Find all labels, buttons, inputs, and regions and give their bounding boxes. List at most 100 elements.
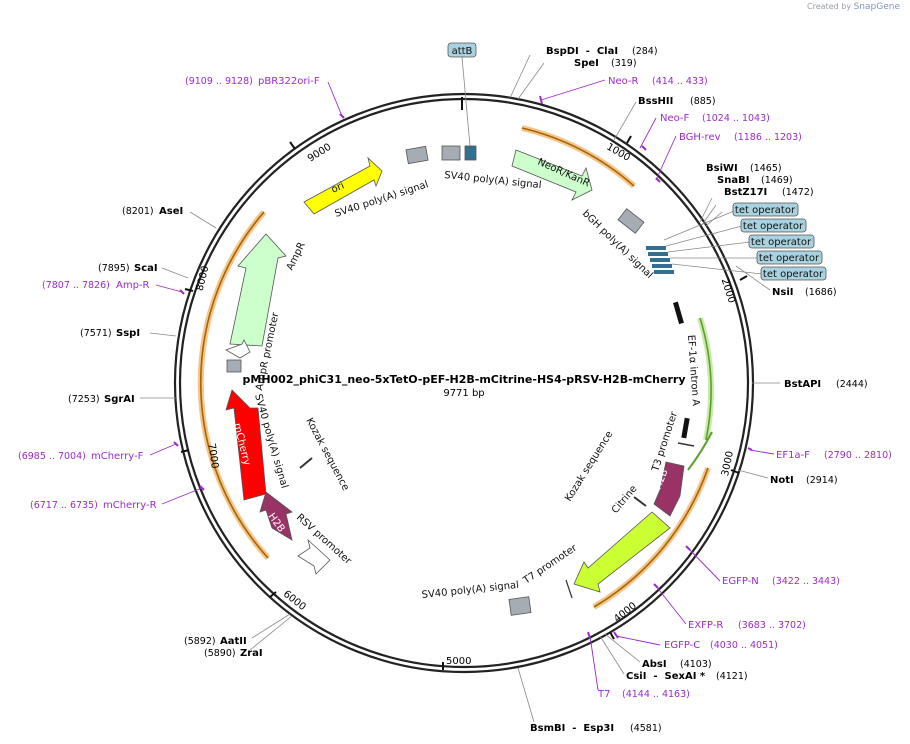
primer-tick-neo-r bbox=[539, 95, 543, 105]
tet-operator-box-4 bbox=[756, 250, 823, 265]
neor-arrow bbox=[511, 149, 593, 201]
enzyme-bspdi-clai-pos: (284) bbox=[632, 46, 658, 57]
primer-neo-f: Neo-F bbox=[660, 113, 690, 124]
primer-lines bbox=[149, 79, 775, 691]
enzyme-bsshii-pos: (885) bbox=[690, 96, 716, 107]
leader-asei bbox=[189, 211, 217, 229]
leader-mcherry-r bbox=[161, 487, 203, 505]
enzyme-noti-pos: (2914) bbox=[806, 475, 838, 486]
label-tet-operator-5: tet operator bbox=[763, 269, 824, 280]
leader-scai bbox=[161, 267, 189, 279]
tick-2000 bbox=[739, 275, 748, 281]
leader-attb bbox=[461, 56, 471, 147]
enzyme-zrai-pos: (5890) bbox=[204, 648, 236, 659]
tet-operator-mark bbox=[646, 246, 666, 250]
sv40-polya-box-bottom bbox=[508, 596, 532, 616]
leader-exfp-r bbox=[655, 585, 687, 625]
leader-mcherry-f bbox=[149, 443, 177, 456]
primer-egfp-c-pos: (4030 .. 4051) bbox=[710, 640, 778, 651]
enzyme-bsmbi-esp3i-pos: (4581) bbox=[630, 723, 662, 734]
green-arc-h2b bbox=[687, 431, 713, 471]
primer-bgh-rev-pos: (1186 .. 1203) bbox=[734, 132, 802, 143]
enzyme-asei: AseI bbox=[159, 206, 183, 217]
backbone-inner bbox=[178, 97, 750, 669]
enzyme-snabi: SnaBI bbox=[717, 175, 749, 186]
label-kozak-right: Kozak sequence bbox=[563, 429, 615, 503]
orange-arc-neo-core bbox=[521, 127, 635, 187]
tick-label-8000: 8000 bbox=[195, 265, 212, 292]
enzyme-spei-pos: (319) bbox=[611, 58, 637, 69]
label-kozak-left: Kozak sequence bbox=[303, 416, 351, 492]
primer-exfp-r-pos: (3683 .. 3702) bbox=[738, 620, 806, 631]
leader-tetop-5 bbox=[671, 263, 763, 275]
leader-bgh-rev bbox=[655, 135, 677, 181]
leader-lines bbox=[140, 54, 780, 723]
enzyme-absi-pos: (4103) bbox=[680, 659, 712, 670]
ampr-promoter-arrow bbox=[225, 339, 251, 359]
label-ampr: AmpR bbox=[285, 241, 308, 273]
primer-mcherry-r-pos: (6717 .. 6735) bbox=[30, 500, 98, 511]
enzyme-sspi-pos: (7571) bbox=[80, 328, 112, 339]
primer-tick-egfp-c bbox=[613, 631, 619, 639]
leader-ef1a-f bbox=[749, 449, 775, 455]
plasmid-size: 9771 bp bbox=[443, 388, 484, 399]
tet-operator-mark bbox=[652, 264, 672, 268]
ampr-arrow bbox=[229, 233, 287, 347]
leader-t7 bbox=[589, 635, 599, 691]
primer-mcherry-f-pos: (6985 .. 7004) bbox=[18, 451, 86, 462]
leader-amp-r bbox=[155, 284, 183, 293]
h2b-left-arrow bbox=[259, 491, 293, 541]
label-tet-operator-2: tet operator bbox=[743, 221, 804, 232]
leader-nsii bbox=[735, 265, 771, 291]
label-t7-promoter: T7 promoter bbox=[521, 542, 580, 587]
primer-amp-r-pos: (7807 .. 7826) bbox=[42, 280, 110, 291]
primer-egfp-n-pos: (3422 .. 3443) bbox=[772, 576, 840, 587]
mcherry-arrow bbox=[225, 389, 267, 501]
leader-absi bbox=[604, 633, 641, 663]
tick-4000 bbox=[609, 631, 615, 640]
leader-tetop-3 bbox=[667, 241, 751, 253]
tet-operator-box-1 bbox=[732, 202, 799, 217]
backbone-ticks bbox=[180, 97, 748, 670]
leader-egfp-c bbox=[615, 635, 661, 646]
enzyme-snabi-pos: (1469) bbox=[761, 175, 793, 186]
leader-tetop-1 bbox=[663, 210, 735, 241]
primer-tick-mcherry-f bbox=[173, 441, 179, 447]
primer-egfp-c: EGFP-C bbox=[664, 640, 700, 651]
enzyme-spei: SpeI bbox=[574, 58, 599, 69]
primer-tick-amp-r bbox=[179, 289, 185, 295]
tick-1000 bbox=[626, 135, 632, 144]
leader-aatii bbox=[251, 613, 291, 639]
enzyme-sgrai-pos: (7253) bbox=[68, 394, 100, 405]
enzyme-nsii-pos: (1686) bbox=[805, 287, 837, 298]
tet-operator-marks bbox=[646, 246, 674, 274]
primer-tick-bgh bbox=[655, 177, 661, 183]
enzyme-csii-sexai-pos: (4121) bbox=[716, 671, 748, 682]
primer-pbr322: pBR322ori-F bbox=[258, 76, 320, 87]
tet-operator-box-5 bbox=[760, 266, 827, 281]
tet-operator-mark bbox=[654, 270, 674, 274]
enzyme-sgrai: SgrAI bbox=[104, 394, 135, 405]
kozak-mark-right bbox=[633, 496, 647, 507]
tick-8000 bbox=[184, 288, 194, 292]
tet-operator-box-3 bbox=[748, 234, 815, 249]
leader-csii bbox=[599, 635, 625, 675]
enzyme-bsiwi: BsiWI bbox=[706, 163, 738, 174]
tick-label-4000: 4000 bbox=[612, 601, 639, 625]
tick-7000 bbox=[180, 449, 190, 453]
enzyme-scai: ScaI bbox=[134, 263, 158, 274]
ef1a-black-bar-2 bbox=[681, 417, 690, 439]
enzyme-bstz17i-pos: (1472) bbox=[782, 187, 814, 198]
primer-tick-pbr322 bbox=[339, 113, 345, 119]
tick-label-3000: 3000 bbox=[720, 450, 736, 477]
leader-bsshii bbox=[613, 101, 637, 141]
primer-tick-neo-f bbox=[641, 145, 647, 151]
label-sv40-polya-2: SV40 poly(A) signal bbox=[444, 170, 542, 191]
primer-t7: T7 bbox=[597, 689, 610, 700]
tick-3000 bbox=[730, 469, 740, 474]
primer-t7-pos: (4144 .. 4163) bbox=[622, 689, 690, 700]
primer-neo-r: Neo-R bbox=[608, 76, 639, 87]
enzyme-zrai: ZraI bbox=[240, 648, 263, 659]
primer-tick-exfp-r bbox=[653, 583, 659, 589]
